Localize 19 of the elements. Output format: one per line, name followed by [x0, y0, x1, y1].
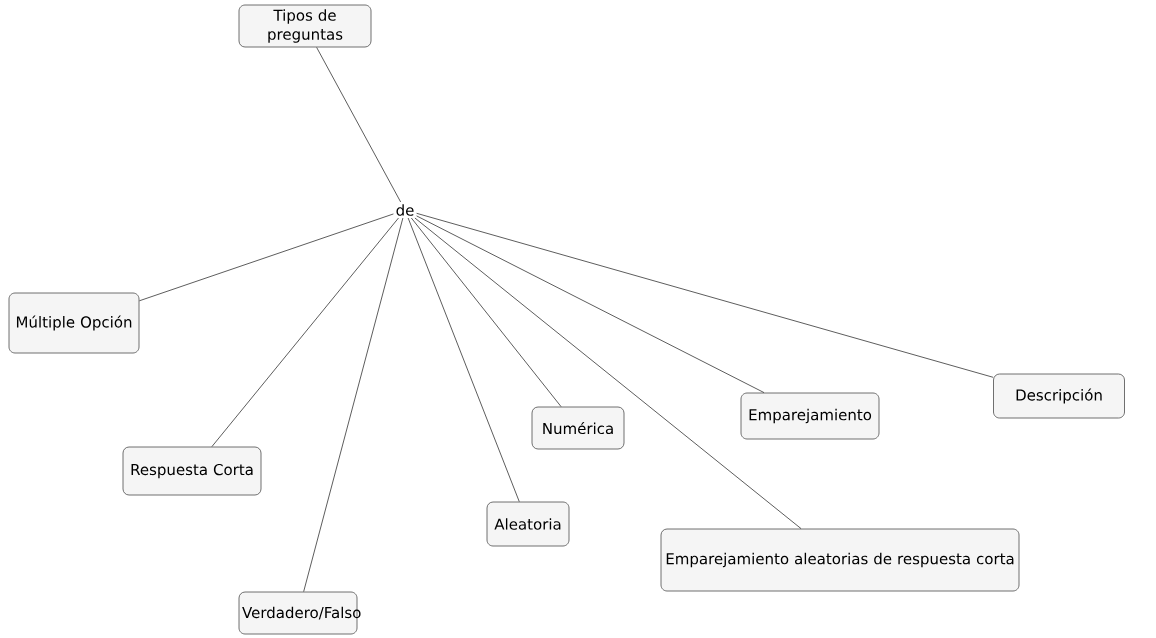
concept-box: Respuesta Corta — [122, 446, 262, 496]
connector-line — [303, 217, 404, 592]
concept-box: Emparejamiento — [740, 392, 880, 440]
linking-phrase: de — [396, 204, 414, 216]
concept-box: Numérica — [531, 406, 625, 450]
connector-line — [139, 213, 394, 302]
connector-line — [410, 217, 562, 407]
concept-box: Verdadero/Falso — [238, 591, 361, 635]
connector-line — [416, 212, 994, 378]
connector-line — [211, 217, 399, 447]
concept-box: Descripción — [993, 373, 1125, 419]
concept-box: Emparejamiento aleatorias de respuesta corta — [660, 528, 1020, 592]
connector-line — [414, 217, 802, 529]
concept-box: Aleatoria — [486, 501, 570, 547]
connector-line — [416, 215, 765, 393]
concept-box: Múltiple Opción — [8, 292, 140, 354]
concept-box: Tipos de preguntas — [238, 4, 372, 48]
connector-line — [316, 47, 402, 203]
connector-line — [407, 217, 520, 502]
